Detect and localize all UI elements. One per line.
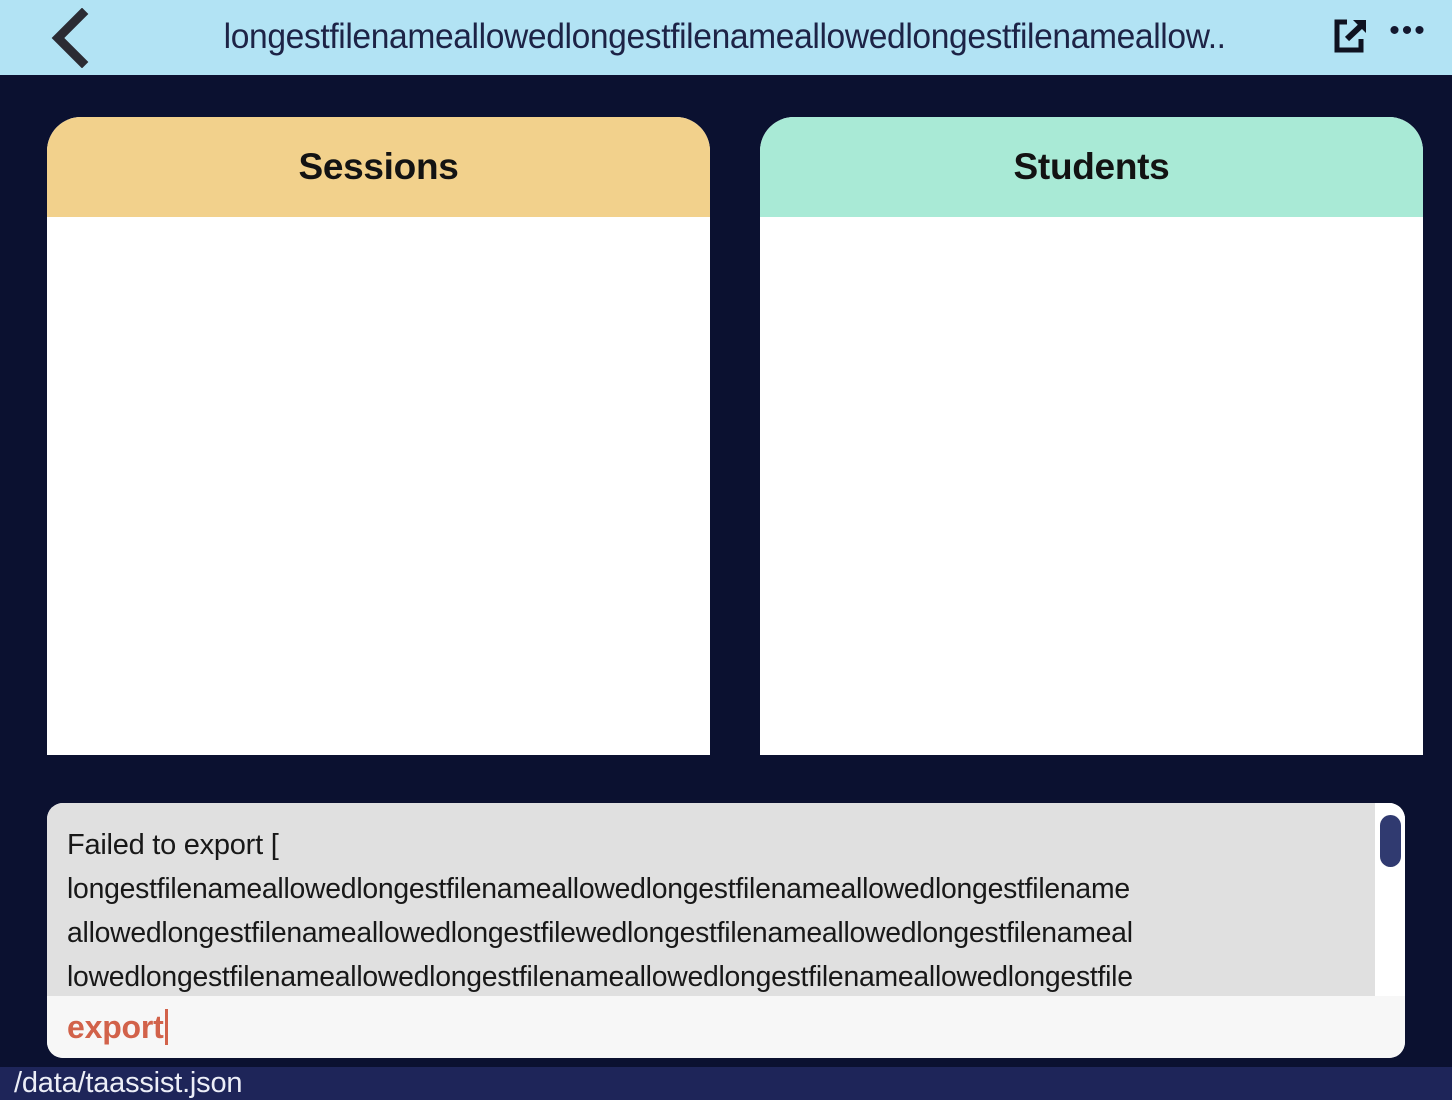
- console-output-line: longestfilenameallowedlongestfilenameall…: [67, 873, 1130, 905]
- back-button[interactable]: [40, 7, 102, 69]
- cards-region: Sessions Students: [0, 75, 1452, 765]
- console-scrollbar[interactable]: [1375, 803, 1405, 996]
- card-students-header: Students: [760, 117, 1423, 217]
- console-input-row[interactable]: export: [47, 996, 1405, 1058]
- card-sessions-header: Sessions: [47, 117, 710, 217]
- status-bar: /data/taassist.json: [0, 1067, 1452, 1100]
- console-input-wrap[interactable]: export: [67, 1009, 168, 1046]
- card-students-title: Students: [1013, 146, 1170, 187]
- text-caret: [164, 1009, 168, 1045]
- console-scrollbar-thumb[interactable]: [1380, 815, 1401, 867]
- console-output-line: lowedlongestfilenameallowedlongestfilena…: [67, 961, 1133, 993]
- console-output-line: allowedlongestfilenameallowedlongestfile…: [67, 917, 1133, 949]
- page-title: longestfilenameallowedlongestfilenameall…: [223, 19, 1226, 56]
- external-link-icon: [1332, 17, 1370, 58]
- open-external-button[interactable]: [1330, 17, 1372, 59]
- app-header: longestfilenameallowedlongestfilenameall…: [0, 0, 1452, 75]
- console-output[interactable]: Failed to export [ longestfilenameallowe…: [47, 803, 1405, 996]
- console-output-line: Failed to export [: [67, 829, 279, 861]
- header-actions: •••: [1330, 15, 1438, 59]
- chevron-left-icon: [48, 7, 94, 68]
- console-panel: Failed to export [ longestfilenameallowe…: [47, 803, 1405, 1058]
- more-options-button[interactable]: •••: [1386, 15, 1430, 59]
- console-input[interactable]: export: [67, 1008, 164, 1045]
- status-file-path: /data/taassist.json: [14, 1067, 243, 1099]
- card-sessions-title: Sessions: [298, 146, 459, 187]
- card-students-list[interactable]: [760, 217, 1423, 755]
- card-students[interactable]: Students: [760, 117, 1423, 755]
- card-sessions[interactable]: Sessions: [47, 117, 710, 755]
- card-sessions-list[interactable]: [47, 217, 710, 755]
